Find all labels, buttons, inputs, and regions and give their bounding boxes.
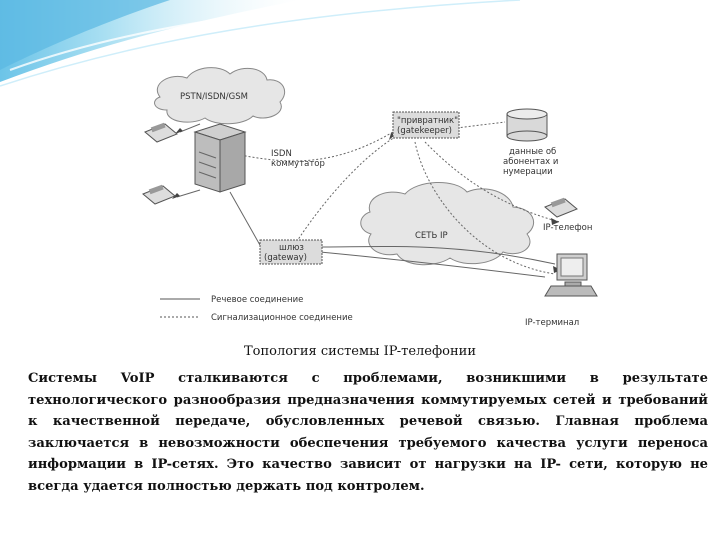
ip-phone-label: IP-телефон [543,223,592,233]
ip-phone-icon: IP-телефон [543,197,592,233]
voip-topology-figure: PSTN/ISDN/GSM СЕТЬ IP [125,62,605,337]
gatekeeper-label-line1: "привратник" [397,116,458,126]
database-label-line3: нумерации [503,167,553,177]
voice-connections [176,123,556,278]
telephone-icon [144,122,178,143]
gateway-box: шлюз (gateway) [259,239,323,265]
ip-network-cloud-icon: СЕТЬ IP [360,181,535,266]
body-paragraph: Системы VoIP сталкиваются с проблемами, … [28,371,708,494]
ip-terminal-label: IP-терминал [525,318,579,328]
pstn-cloud-icon: PSTN/ISDN/GSM [154,67,285,125]
gatekeeper-box: "привратник" (gatekeeper) [392,111,460,139]
database-icon: данные об абонентах и нумерации [503,108,558,177]
legend-voice-label: Речевое соединение [211,295,303,305]
computer-icon: IP-терминал [525,253,598,328]
isdn-switch-label-line2: коммутатор [271,159,325,169]
isdn-switch-icon: ISDN коммутатор [193,123,325,193]
legend-signaling-label: Сигнализационное соединение [211,313,353,323]
legend: Речевое соединение Сигнализационное соед… [160,295,353,323]
isdn-switch-label-line1: ISDN [271,149,292,159]
database-label-line2: абонентах и [503,157,558,167]
figure-caption: Топология системы IP-телефонии [244,344,476,359]
topology-diagram: PSTN/ISDN/GSM СЕТЬ IP [125,62,605,337]
gateway-label-line2: (gateway) [264,253,307,263]
gateway-label-line1: шлюз [279,243,304,253]
database-label-line1: данные об [509,147,556,157]
ip-network-label: СЕТЬ IP [415,231,448,241]
pstn-cloud-label: PSTN/ISDN/GSM [180,92,248,102]
gatekeeper-label-line2: (gatekeeper) [397,126,452,136]
telephone-icon [142,184,176,205]
corner-decoration [0,0,521,87]
